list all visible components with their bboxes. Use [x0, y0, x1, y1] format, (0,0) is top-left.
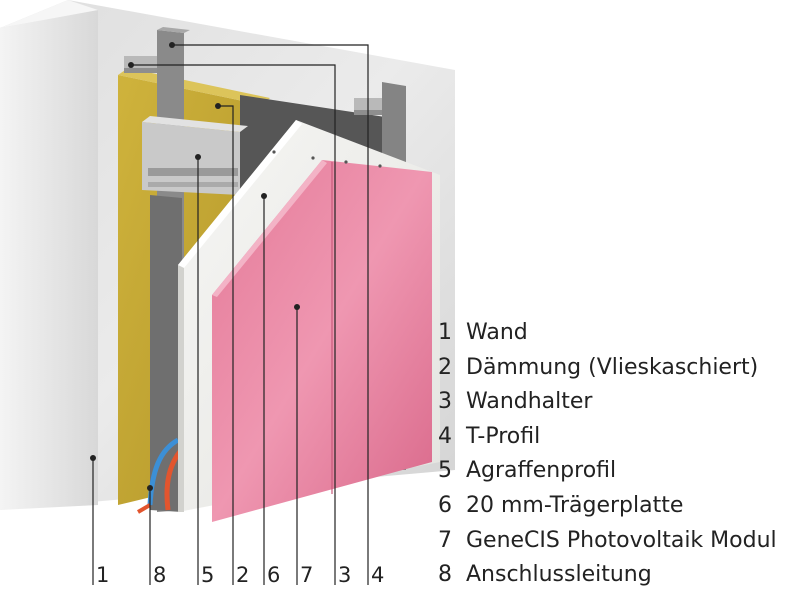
legend-label: GeneCIS Photovoltaik Modul: [466, 527, 777, 553]
legend-item: 6 20 mm-Trägerplatte: [438, 489, 777, 524]
callout-number-cable: 8: [153, 563, 167, 587]
legend-list: 1 Wand 2 Dämmung (Vlieskaschiert) 3 Wandhal…: [438, 316, 777, 593]
leader-anchor-dots: [90, 42, 300, 491]
legend-label: Wandhalter: [466, 389, 593, 415]
legend-item: 5 Agraffenprofil: [438, 454, 777, 489]
legend-number: 5: [438, 458, 452, 484]
callout-number-insulation: 2: [236, 563, 250, 587]
pv-module-layer: [212, 160, 432, 522]
fastener-dots: [272, 150, 382, 168]
legend-number: 3: [438, 389, 452, 415]
legend-number: 2: [438, 354, 452, 380]
legend-item: 2 Dämmung (Vlieskaschiert): [438, 351, 777, 386]
legend-item: 4 T-Profil: [438, 420, 777, 455]
callout-number-hanger: 5: [201, 563, 215, 587]
legend-item: 8 Anschlussleitung: [438, 558, 777, 593]
callout-number-board: 6: [267, 563, 281, 587]
callout-number-pv-module: 7: [300, 563, 314, 587]
legend-label: T-Profil: [466, 423, 541, 449]
legend-item: 3 Wandhalter: [438, 385, 777, 420]
leader-lines: [92, 44, 369, 585]
legend-label: 20 mm-Trägerplatte: [466, 492, 684, 518]
legend-number: 8: [438, 562, 452, 588]
legend-number: 6: [438, 492, 452, 518]
legend-label: Wand: [466, 320, 528, 345]
vertical-profile-strip: [150, 195, 182, 512]
legend-label: Agraffenprofil: [466, 458, 617, 484]
callout-number-t-profile: 4: [371, 563, 385, 587]
hanger-profile: [142, 116, 248, 195]
legend-number: 4: [438, 423, 452, 449]
callout-number-bracket: 3: [338, 563, 352, 587]
legend-number: 7: [438, 527, 452, 553]
legend-number: 1: [438, 320, 452, 345]
legend-item: 1 Wand: [438, 316, 777, 351]
callout-number-wall: 1: [96, 563, 110, 587]
legend-item: 7 GeneCIS Photovoltaik Modul: [438, 524, 777, 559]
legend-label: Dämmung (Vlieskaschiert): [466, 354, 759, 380]
legend-label: Anschlussleitung: [466, 562, 652, 588]
